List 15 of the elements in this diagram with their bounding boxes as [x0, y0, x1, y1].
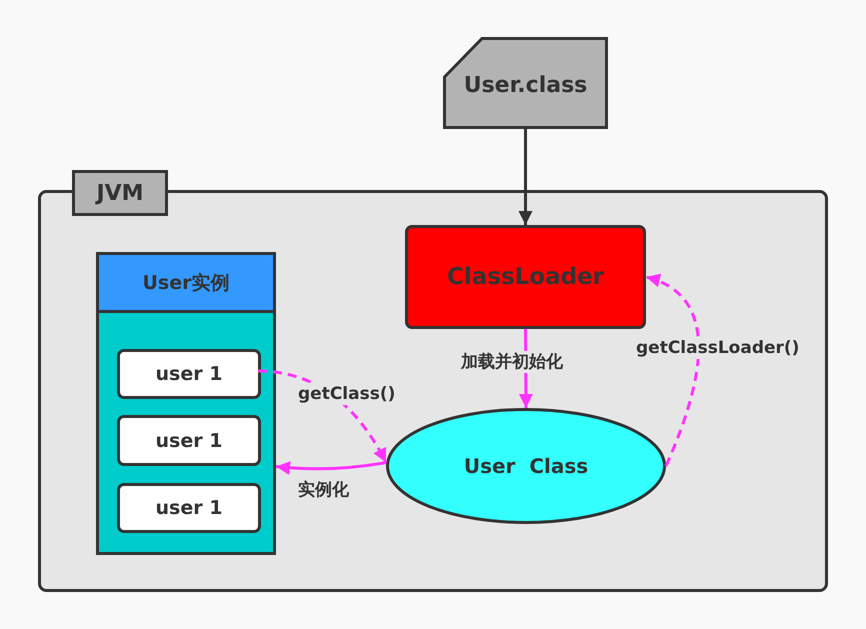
arrow	[518, 129, 532, 225]
panel	[96, 252, 276, 555]
edge-label: 实例化	[296, 479, 351, 501]
arrow	[276, 460, 386, 475]
tab-label: JVM	[72, 170, 168, 216]
arrow	[646, 274, 700, 467]
instance-box: user 1	[117, 349, 261, 399]
process-box: ClassLoader	[405, 225, 646, 329]
class-ellipse: User Class	[386, 408, 666, 524]
file-shape: User.class	[443, 37, 608, 129]
instance-box: user 1	[117, 483, 261, 533]
container-box	[38, 170, 828, 592]
instance-box: user 1	[117, 415, 261, 466]
panel-header: User实例	[99, 255, 273, 313]
edge-label: 加载并初始化	[459, 351, 565, 373]
